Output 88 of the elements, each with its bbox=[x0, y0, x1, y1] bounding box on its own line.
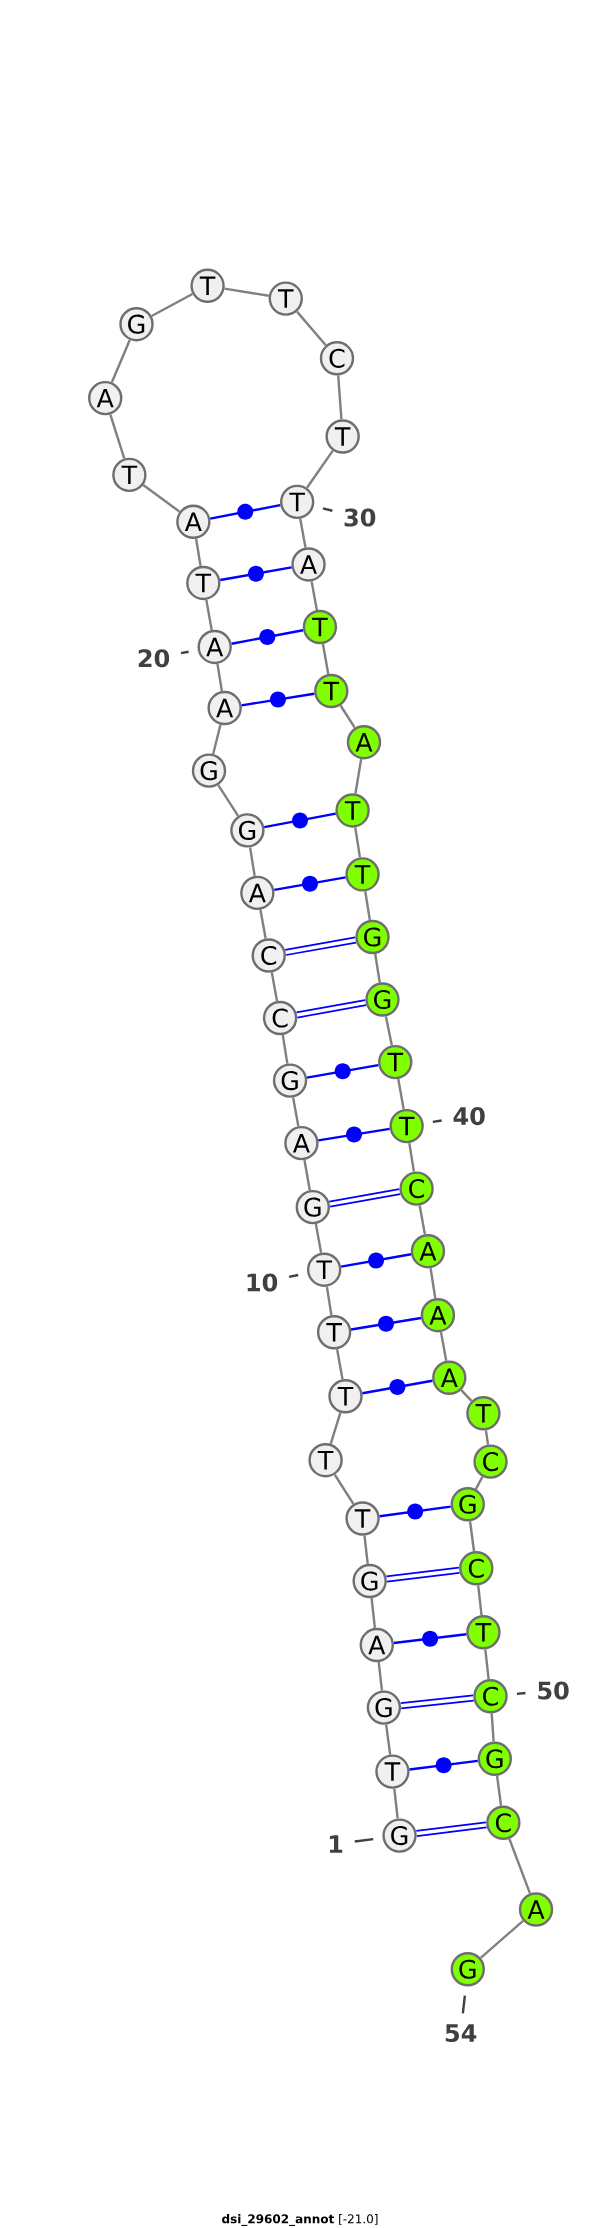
backbone-line bbox=[151, 292, 194, 318]
position-number: 20 bbox=[138, 649, 170, 668]
backbone-line bbox=[259, 909, 267, 939]
position-number: 40 bbox=[453, 1107, 485, 1126]
position-number: 50 bbox=[538, 1681, 569, 1700]
base-pair-line bbox=[362, 1379, 433, 1395]
base-pair-line bbox=[241, 691, 315, 708]
backbone-line bbox=[299, 518, 307, 548]
backbone-line bbox=[385, 1724, 392, 1755]
backbone-line bbox=[363, 1535, 369, 1565]
backbone-line bbox=[474, 1476, 484, 1490]
base-pair-line bbox=[409, 1757, 478, 1774]
backbone-line bbox=[408, 1142, 416, 1172]
backbone-line bbox=[314, 1223, 323, 1253]
backbone-line bbox=[460, 1389, 473, 1402]
leader-line bbox=[516, 1691, 526, 1696]
base-pair-line bbox=[264, 812, 336, 829]
backbone-line bbox=[310, 581, 318, 611]
caption: dsi_29602_annot [-21.0] bbox=[222, 2214, 378, 2226]
backbone-line bbox=[429, 1268, 437, 1299]
backbone-line bbox=[248, 847, 256, 877]
backbone-line bbox=[370, 1598, 377, 1629]
backbone-line bbox=[418, 1205, 427, 1235]
base-pair-line bbox=[393, 1630, 467, 1647]
position-number: 54 bbox=[445, 2024, 477, 2043]
position-number: 1 bbox=[329, 1835, 343, 1853]
backbone-line bbox=[479, 1919, 524, 1959]
backbone-line bbox=[296, 310, 327, 347]
leader-line bbox=[180, 650, 189, 655]
base-pair-line bbox=[386, 1566, 460, 1583]
base-pair-line bbox=[296, 999, 367, 1019]
position-number: 30 bbox=[344, 508, 376, 527]
leader-line bbox=[322, 507, 333, 512]
backbone-line bbox=[216, 663, 224, 692]
backbone-line bbox=[333, 1474, 355, 1505]
base-pair-line bbox=[329, 1188, 401, 1208]
base-pair-line bbox=[416, 1821, 487, 1837]
backbone-line bbox=[397, 1078, 405, 1110]
base-pair-line bbox=[231, 628, 304, 645]
leader-line bbox=[354, 1837, 374, 1843]
leader-line bbox=[288, 1273, 299, 1279]
base-pair-line bbox=[285, 936, 357, 956]
base-pair-line bbox=[340, 1252, 412, 1269]
backbone-line bbox=[224, 287, 269, 297]
leader-line bbox=[432, 1119, 442, 1124]
backbone-line bbox=[291, 1097, 300, 1127]
base-pair-line bbox=[318, 1126, 390, 1143]
backbone-line bbox=[270, 972, 279, 1002]
backbone-line bbox=[484, 1430, 490, 1445]
base-pair-line bbox=[379, 1503, 451, 1520]
leader-line bbox=[461, 1995, 467, 2014]
backbone-line bbox=[477, 1585, 483, 1616]
position-number: 10 bbox=[247, 1273, 278, 1292]
backbone-line bbox=[205, 599, 213, 631]
base-pair-line bbox=[400, 1694, 474, 1710]
backbone-line bbox=[354, 758, 363, 794]
backbone-line bbox=[439, 1331, 448, 1362]
backbone-line bbox=[329, 1412, 342, 1445]
base-pair-line bbox=[210, 503, 281, 520]
backbone-line bbox=[306, 449, 334, 489]
backbone-line bbox=[490, 1713, 495, 1742]
backbone-line bbox=[495, 1775, 503, 1806]
backbone-line bbox=[303, 1159, 311, 1191]
backbone-line bbox=[142, 484, 181, 513]
backbone-line bbox=[337, 375, 343, 420]
backbone-line bbox=[281, 1034, 289, 1064]
backbone-line bbox=[217, 784, 240, 817]
backbone-line bbox=[384, 1016, 393, 1046]
backbone-line bbox=[364, 891, 371, 921]
backbone-line bbox=[321, 643, 330, 675]
backbone-line bbox=[339, 704, 356, 729]
base-pair-line bbox=[220, 565, 292, 582]
backbone-line bbox=[468, 1521, 476, 1552]
backbone-line bbox=[508, 1838, 532, 1894]
backbone-line bbox=[325, 1286, 333, 1316]
backbone-line bbox=[212, 724, 222, 755]
backbone-line bbox=[109, 414, 126, 459]
backbone-line bbox=[484, 1649, 490, 1680]
backbone-line bbox=[194, 538, 202, 567]
base-pair-line bbox=[274, 875, 346, 892]
backbone-line bbox=[335, 1348, 344, 1380]
backbone-line bbox=[374, 953, 381, 983]
base-pair-line bbox=[350, 1315, 422, 1332]
backbone-line bbox=[354, 827, 362, 858]
backbone-line bbox=[110, 339, 131, 383]
base-pair-line bbox=[306, 1063, 379, 1080]
backbone-line bbox=[377, 1662, 384, 1691]
backbone-line bbox=[393, 1788, 399, 1819]
